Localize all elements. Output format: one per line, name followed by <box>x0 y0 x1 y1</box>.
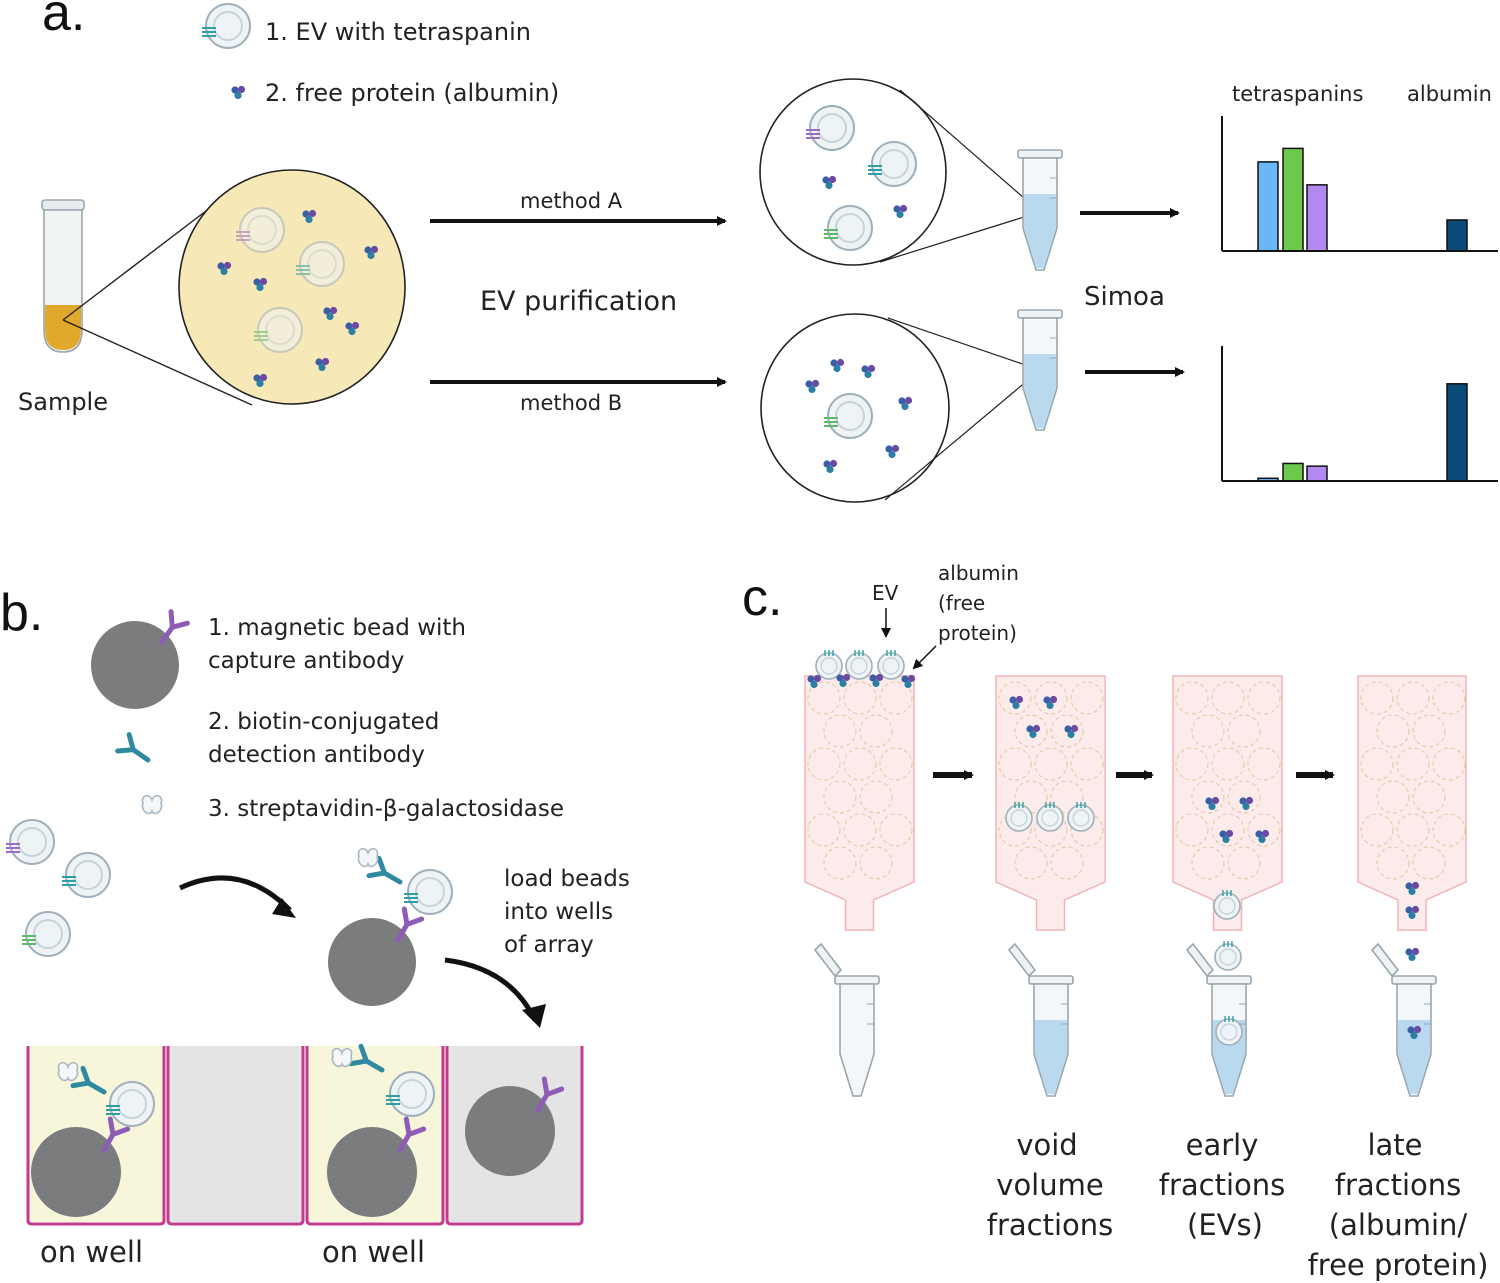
panel-a-label: a. <box>42 0 85 42</box>
load-beads-line2: into wells <box>504 899 613 925</box>
ev-icon <box>21 911 71 957</box>
ev-annotation: EV <box>872 581 899 605</box>
panel-b-label: b. <box>0 584 43 642</box>
sample-zoom-circle <box>178 169 406 405</box>
late-label-2: fractions <box>1335 1168 1462 1202</box>
sample-tube-icon <box>41 199 85 353</box>
bar-tetraspanin-1 <box>1257 161 1279 252</box>
ev-icon <box>815 649 843 680</box>
ev-icon <box>61 852 111 898</box>
early-label-3: (EVs) <box>1187 1208 1263 1242</box>
albumin-annotation-3: protein) <box>938 621 1017 645</box>
method-b-tube-icon <box>1017 309 1063 431</box>
sec-column <box>1357 675 1467 931</box>
bar-tetraspanin-2 <box>1282 147 1304 252</box>
enzyme-legend-icon <box>141 794 163 815</box>
bar-tetraspanin-3 <box>1306 184 1328 252</box>
well-array <box>26 1046 584 1226</box>
legend-bead-line1: 1. magnetic bead with <box>208 615 466 641</box>
bar-albumin <box>1446 383 1468 482</box>
detection-antibody-icon <box>118 735 154 769</box>
method-b-label: method B <box>520 391 622 415</box>
on-well-label-1: on well <box>40 1235 143 1269</box>
albumin-annotation-2: (free <box>938 591 985 615</box>
simoa-label: Simoa <box>1084 282 1165 312</box>
method-b-circle <box>760 313 950 503</box>
legend-bead-line2: capture antibody <box>208 648 404 674</box>
tetraspanins-label: tetraspanins <box>1232 82 1363 106</box>
fraction-tube-icon <box>1028 975 1074 1097</box>
curved-arrow-1 <box>178 875 292 912</box>
early-label-2: fractions <box>1159 1168 1286 1202</box>
chart-method-a <box>1221 116 1498 252</box>
bar-albumin <box>1446 219 1468 252</box>
panel-a: a. 1. EV with tetraspanin 2. free protei… <box>18 0 1498 503</box>
ev-legend-icon <box>201 3 251 49</box>
legend-detection-line2: detection antibody <box>208 742 425 768</box>
load-beads-line1: load beads <box>504 866 630 892</box>
ev-icon <box>845 649 873 680</box>
late-label-1: late <box>1367 1128 1422 1162</box>
albumin-annotation-1: albumin <box>938 561 1019 585</box>
bead-legend-icon <box>91 621 179 709</box>
legend-detection-line1: 2. biotin-conjugated <box>208 709 439 735</box>
ev-icon <box>5 819 55 865</box>
ev-icon <box>877 649 905 680</box>
legend-protein-text: 2. free protein (albumin) <box>265 79 559 107</box>
albumin-label: albumin <box>1407 82 1492 106</box>
late-label-4: free protein) <box>1308 1248 1489 1282</box>
void-label-3: fractions <box>987 1208 1114 1242</box>
fraction-tube-icon <box>834 975 880 1097</box>
panel-c: c. EV albumin (free protein) <box>742 561 1488 1282</box>
sec-column <box>1172 675 1283 931</box>
late-label-3: (albumin/ <box>1329 1208 1468 1242</box>
method-a-tube-icon <box>1017 149 1063 271</box>
legend-ev-text: 1. EV with tetraspanin <box>265 18 531 46</box>
on-well-label-2: on well <box>322 1235 425 1269</box>
curved-arrow-2 <box>444 957 538 1022</box>
panel-b: b. 1. magnetic bead with capture antibod… <box>0 584 630 1269</box>
void-label-1: void <box>1016 1128 1077 1162</box>
ev-purification-label: EV purification <box>480 286 677 317</box>
sec-column <box>804 675 915 931</box>
bar-tetraspanin-2 <box>1282 462 1304 482</box>
protein-legend-icon <box>231 85 246 100</box>
sample-label: Sample <box>18 388 108 416</box>
chart-method-b <box>1221 346 1498 482</box>
method-a-circle <box>759 78 947 266</box>
sec-columns <box>804 675 1467 931</box>
load-beads-line3: of array <box>504 932 594 958</box>
void-label-2: volume <box>996 1168 1103 1202</box>
bead-complex <box>328 847 453 1006</box>
panel-c-label: c. <box>742 569 782 627</box>
legend-enzyme: 3. streptavidin-β-galactosidase <box>208 796 564 822</box>
bar-tetraspanin-3 <box>1306 465 1328 482</box>
method-a-label: method A <box>520 189 623 213</box>
early-label-1: early <box>1186 1128 1259 1162</box>
